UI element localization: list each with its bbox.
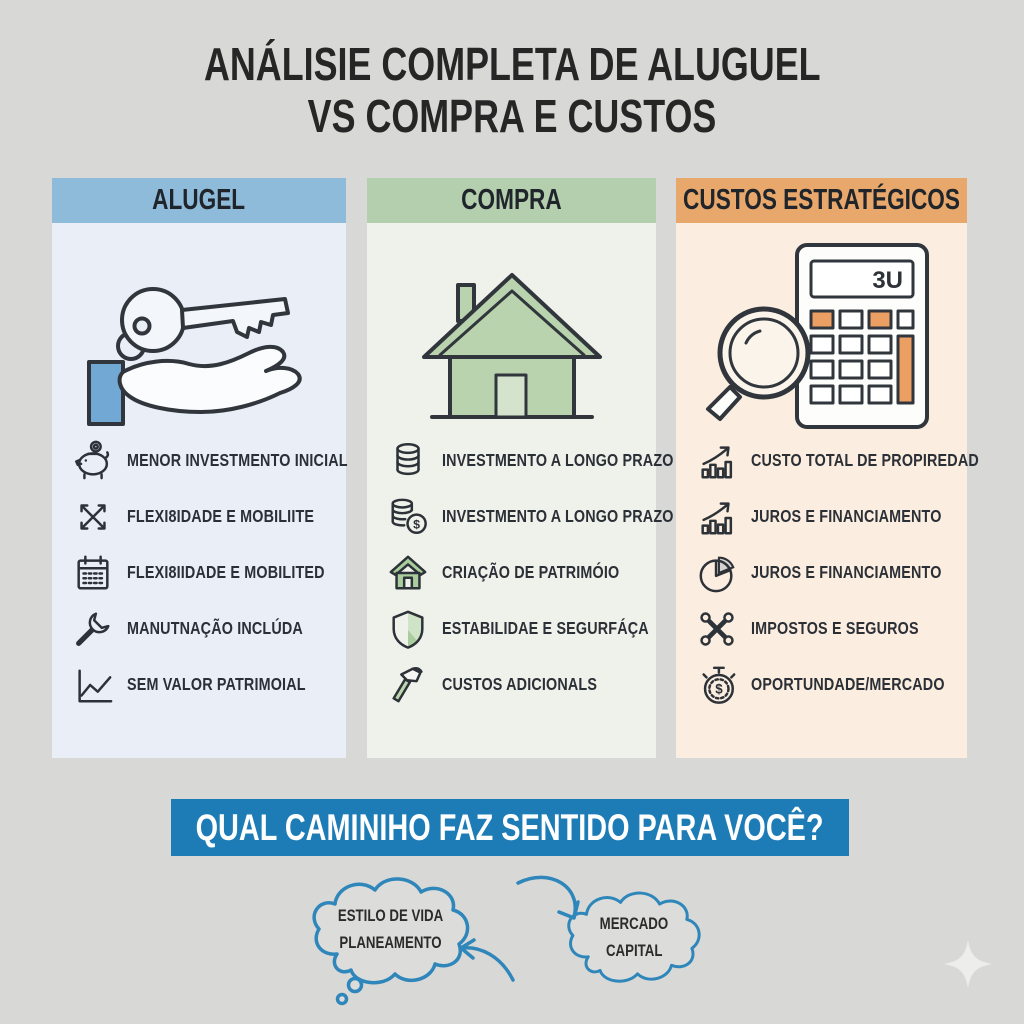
item-label: CRIAÇÃO DE PATRIMÓIO — [442, 562, 620, 582]
item-label: OPORTUNDADE/MERCADO — [751, 674, 945, 694]
list-item: INVESTMENTO A LONGO PRAZO — [387, 439, 673, 482]
hand-holding-key-icon — [52, 223, 346, 435]
item-label: INVESTMENTO A LONGO PRAZO — [442, 450, 674, 470]
list-item: FLEXI8IIDADE E MOBILITED — [72, 551, 346, 594]
coin-stack-dollar-icon: $ — [387, 496, 429, 538]
item-label: FLEXI8IIDADE E MOBILITED — [127, 562, 325, 582]
column-compra-items: INVESTMENTO A LONGO PRAZO $ INVESTMENTO … — [367, 435, 673, 706]
list-item: MANUTNAÇÃO INCLÚDA — [72, 607, 346, 650]
cloud-right-line1: MERCADO — [599, 914, 669, 933]
column-custos: CUSTOS ESTRATÉGICOS 3U — [676, 178, 979, 758]
column-custos-header: CUSTOS ESTRATÉGICOS — [676, 178, 967, 223]
exchange-arrows-icon — [459, 875, 580, 982]
column-custos-body: 3U — [676, 223, 979, 758]
page-title: ANÁLISIE COMPLETA DE ALUGUEL VS COMPRA E… — [0, 38, 1024, 142]
column-compra-body: INVESTMENTO A LONGO PRAZO $ INVESTMENTO … — [367, 223, 673, 758]
item-label: JUROS E FINANCIAMENTO — [751, 506, 942, 526]
coin-stack-icon — [387, 440, 429, 482]
item-label: ESTABILIDAE E SEGURFÁÇA — [442, 618, 649, 638]
house-icon — [367, 223, 656, 435]
calculator-magnifier-icon: 3U — [676, 223, 967, 435]
item-label: IMPOSTOS E SEGUROS — [751, 618, 919, 638]
house-small-icon — [387, 552, 429, 594]
list-item: CUSTOS ADICIONALS — [387, 663, 656, 706]
list-item: IMPOSTOS E SEGUROS — [696, 607, 967, 650]
question-banner-label: QUAL CAMINIHO FAZ SENTIDO PARA VOCÊ? — [196, 806, 824, 848]
page-title-line2: VS COMPRA E CUSTOS — [307, 90, 717, 142]
page-title-line1: ANÁLISIE COMPLETA DE ALUGUEL — [203, 38, 821, 90]
item-label: INVESTMENTO A LONGO PRAZO — [442, 506, 674, 526]
cloud-right-line2: CAPITAL — [605, 941, 663, 960]
cloud-left-line1: ESTILO DE VIDA — [337, 906, 444, 925]
thought-cloud-left — [312, 877, 470, 1006]
column-aluguel-items: MENOR INVESTMENTO INICIAL FLEXI8IDADE E … — [52, 435, 348, 706]
item-label: CUSTO TOTAL DE PROPIREDAD — [751, 450, 979, 470]
sparkle-icon — [944, 940, 992, 988]
svg-text:$: $ — [715, 681, 723, 696]
item-label: CUSTOS ADICIONALS — [442, 674, 598, 694]
bar-chart-up-icon — [696, 440, 738, 482]
svg-text:$: $ — [413, 517, 420, 531]
list-item: SEM VALOR PATRIMOIAL — [72, 663, 346, 706]
column-compra-header: COMPRA — [367, 178, 656, 223]
wrench-icon — [72, 608, 114, 650]
item-label: MENOR INVESTMENTO INICIAL — [127, 450, 348, 470]
item-label: FLEXI8IDADE E MOBILIITE — [127, 506, 315, 526]
item-label: MANUTNAÇÃO INCLÚDA — [127, 618, 303, 638]
pie-chart-icon — [696, 552, 738, 594]
list-item: ESTABILIDAE E SEGURFÁÇA — [387, 607, 656, 650]
piggy-bank-icon — [72, 440, 114, 482]
svg-text:3U: 3U — [872, 267, 903, 294]
column-custos-items: CUSTO TOTAL DE PROPIREDAD JUROS E FINANC… — [676, 435, 979, 706]
list-item: JUROS E FINANCIAMENTO — [696, 551, 967, 594]
clouds-graphic — [312, 875, 701, 1006]
hammer-icon — [387, 664, 429, 706]
stopwatch-dollar-icon: $ — [696, 664, 738, 706]
column-compra: COMPRA — [367, 178, 673, 758]
cloud-left-line2: PLANEAMENTO — [339, 933, 442, 952]
calendar-icon — [72, 552, 114, 594]
crossed-arrows-icon — [72, 496, 114, 538]
list-item: $ OPORTUNDADE/MERCADO — [696, 663, 967, 706]
list-item: CUSTO TOTAL DE PROPIREDAD — [696, 439, 979, 482]
bar-chart-up-icon — [696, 496, 738, 538]
list-item: MENOR INVESTMENTO INICIAL — [72, 439, 348, 482]
question-banner: QUAL CAMINIHO FAZ SENTIDO PARA VOCÊ? — [171, 799, 849, 856]
column-compra-header-label: COMPRA — [461, 184, 562, 216]
column-aluguel: ALUGEL — [52, 178, 348, 758]
list-item: JUROS E FINANCIAMENTO — [696, 495, 967, 538]
shield-icon — [387, 608, 429, 650]
column-aluguel-body: MENOR INVESTMENTO INICIAL FLEXI8IDADE E … — [52, 223, 348, 758]
column-aluguel-header: ALUGEL — [52, 178, 346, 223]
cloud-label-left: ESTILO DE VIDA PLANEAMENTO — [318, 902, 463, 956]
item-label: SEM VALOR PATRIMOIAL — [127, 674, 306, 694]
list-item: CRIAÇÃO DE PATRIMÓIO — [387, 551, 656, 594]
line-chart-icon — [72, 664, 114, 706]
list-item: FLEXI8IDADE E MOBILIITE — [72, 495, 346, 538]
column-aluguel-header-label: ALUGEL — [152, 184, 246, 216]
knot-icon — [696, 608, 738, 650]
cloud-label-right: MERCADO CAPITAL — [566, 910, 702, 964]
list-item: $ INVESTMENTO A LONGO PRAZO — [387, 495, 673, 538]
column-custos-header-label: CUSTOS ESTRATÉGICOS — [683, 184, 960, 216]
item-label: JUROS E FINANCIAMENTO — [751, 562, 942, 582]
